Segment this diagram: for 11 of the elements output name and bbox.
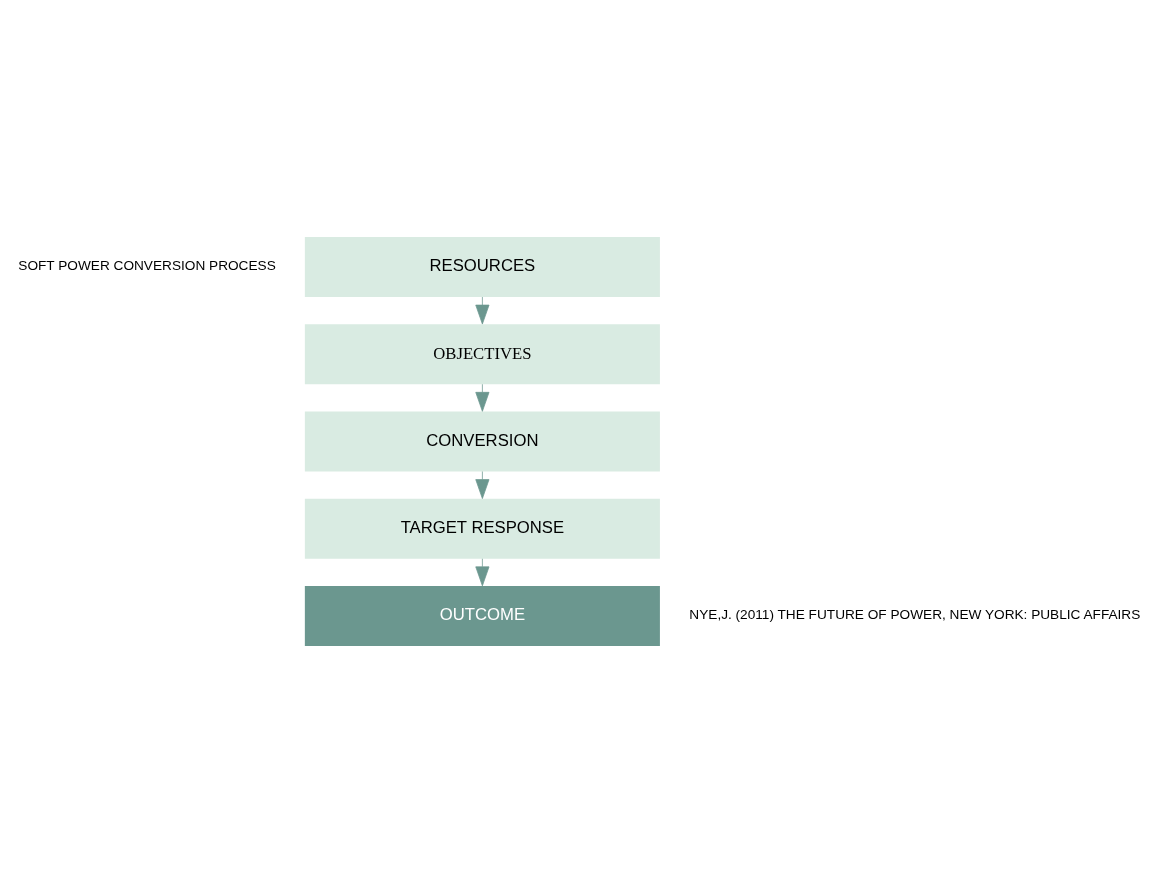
node-box: TARGET RESPONSE (304, 498, 660, 559)
arrow (475, 296, 490, 324)
node-box: CONVERSION (304, 411, 660, 471)
node-box: RESOURCES (304, 236, 660, 297)
label: NYE,J. (2011) THE FUTURE OF POWER, NEW YORK: PUBLIC AFFAIRS (689, 606, 1141, 622)
arrow (475, 470, 490, 499)
arrow (475, 557, 490, 586)
node-box: OUTCOME (304, 585, 660, 646)
label: SOFT POWER CONVERSION PROCESS (18, 257, 276, 273)
node-box: OBJECTIVES (304, 323, 660, 384)
arrow (475, 383, 490, 412)
